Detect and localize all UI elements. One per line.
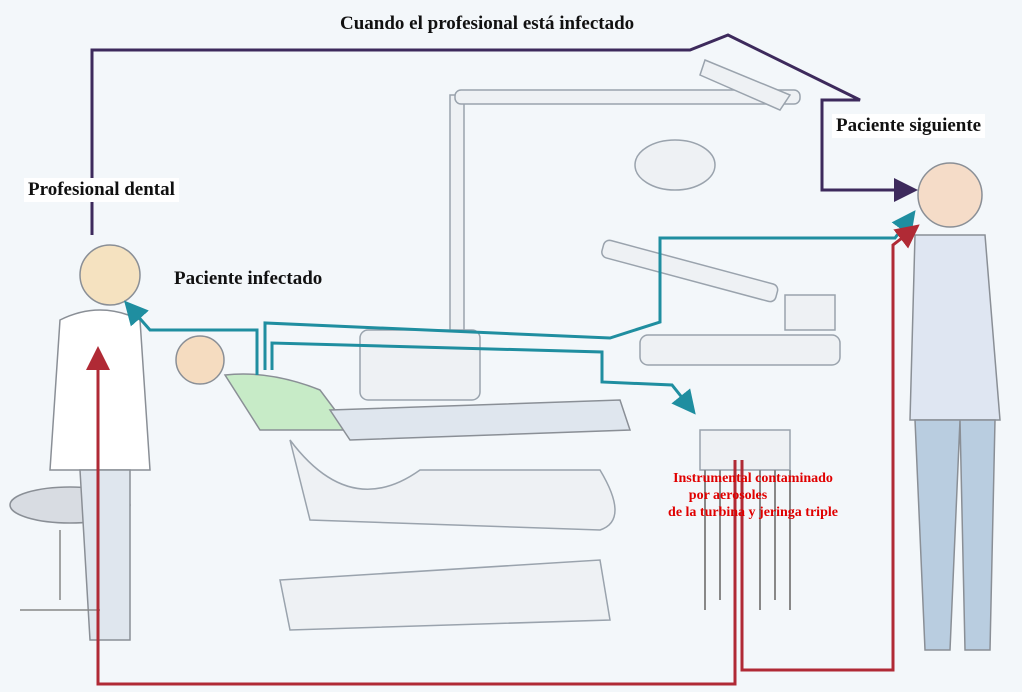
instruments-label: Instrumental contaminado por aerosoles d… [648,470,858,521]
arrow-infected-patient-to-professional [124,300,259,375]
instrument-hoses [704,470,791,610]
arrow-instruments-to-professional [86,346,737,686]
infected-patient-figure [175,335,632,441]
arrow-infected-patient-to-instruments [270,341,696,415]
next-patient-label: Paciente siguiente [832,114,986,138]
next-patient-figure [909,162,1001,651]
instruments-label-line-2: por aerosoles [688,488,768,503]
instruments-label-line-1: Instrumental contaminado [673,471,833,486]
professional-label: Profesional dental [24,178,179,202]
arrow-professional-to-next-patient [90,33,918,235]
dental-unit-sketch [279,59,841,631]
dental-professional-figure [9,244,151,641]
title-label: Cuando el profesional está infectado [340,13,635,34]
infected-patient-label: Paciente infectado [174,268,323,289]
arrow-instruments-to-next-patient [740,224,920,672]
instruments-label-line-3: de la turbina y jeringa triple [668,505,838,520]
